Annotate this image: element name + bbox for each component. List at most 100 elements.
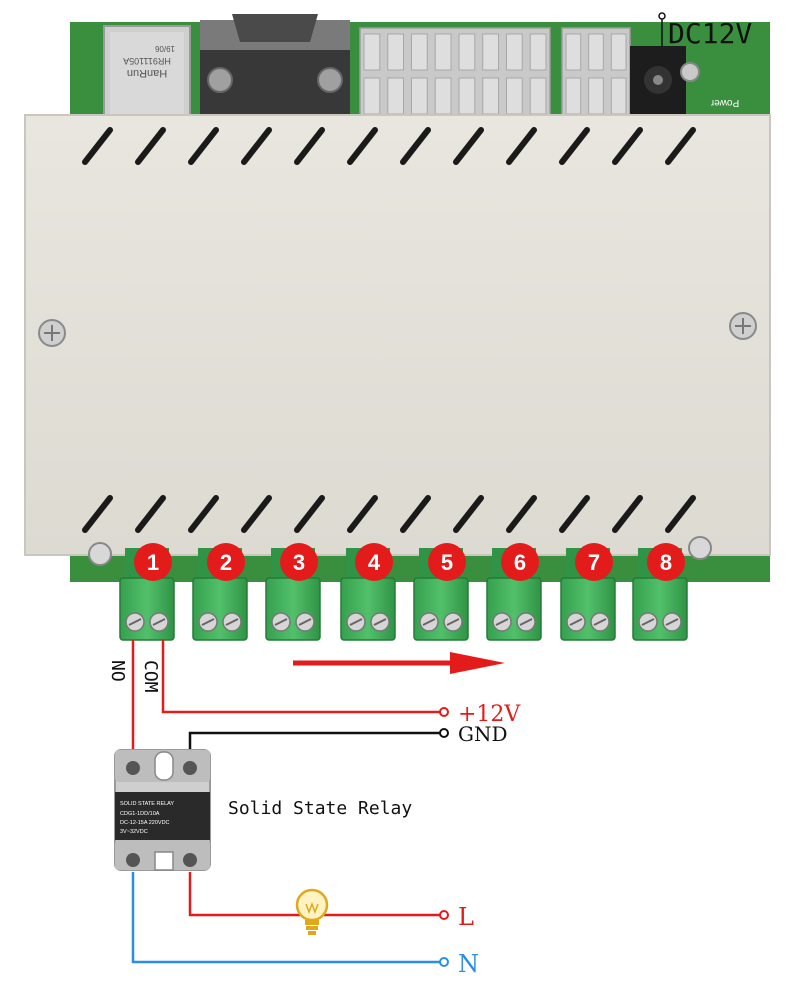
terminal-block xyxy=(340,577,396,641)
screw-slot xyxy=(201,618,215,626)
vent-slot xyxy=(241,495,272,533)
vent-slot xyxy=(294,127,325,165)
input-slot xyxy=(529,77,547,115)
vent-slot xyxy=(241,127,272,165)
vent-slot xyxy=(188,127,219,165)
relay-outputs: 1 2 3 4 5 6 7 8 xyxy=(119,543,688,641)
relay-channel-5: 5 xyxy=(413,543,469,641)
input-slot xyxy=(482,77,499,115)
channel-number: 7 xyxy=(588,550,600,575)
vent-slot xyxy=(612,495,643,533)
terminal-neutral xyxy=(439,957,449,967)
vent-slot xyxy=(294,495,325,533)
input-slot xyxy=(363,77,381,115)
channel-badge xyxy=(280,543,318,581)
input-slot xyxy=(482,33,499,71)
input-slot xyxy=(610,77,627,115)
input-terminal-blocks xyxy=(359,27,631,121)
enclosure-cover xyxy=(24,114,771,556)
input-slot xyxy=(506,77,523,115)
wire-com-12v xyxy=(161,640,441,714)
wire-gnd xyxy=(188,731,441,760)
terminal-block xyxy=(560,577,616,641)
channel-number: 3 xyxy=(293,550,305,575)
vent-slot xyxy=(612,127,643,165)
channel-badge xyxy=(428,543,466,581)
terminal-block xyxy=(486,577,542,641)
vent-slot xyxy=(665,495,696,533)
screw-right xyxy=(729,312,757,340)
vent-slot xyxy=(82,495,113,533)
channel-number: 5 xyxy=(441,550,453,575)
relay-channel-7: 7 xyxy=(560,543,616,641)
input-slot xyxy=(458,33,476,71)
channel-badge xyxy=(501,543,539,581)
wire-live xyxy=(188,872,300,917)
db9-connector xyxy=(200,14,350,120)
screw-slot xyxy=(152,618,166,626)
ssr-label-line1: SOLID STATE RELAY xyxy=(120,801,174,807)
channel-number: 4 xyxy=(368,550,381,575)
channel-badge xyxy=(207,543,245,581)
rj45-brand: HanRun xyxy=(127,67,167,79)
relay-channel-8: 8 xyxy=(632,543,688,641)
no-label: NO xyxy=(107,660,128,682)
input-slot xyxy=(434,77,452,115)
input-slot xyxy=(565,33,582,71)
solid-state-relay: SOLID STATE RELAY CDG1-1DD/10A DC-12-15A… xyxy=(114,749,211,871)
dc-barrel-jack: Power xyxy=(630,46,739,116)
channel-badge xyxy=(575,543,613,581)
screw-slot xyxy=(569,618,583,626)
vent-slots-bottom xyxy=(82,495,696,533)
vent-slot xyxy=(347,495,378,533)
terminal-live xyxy=(439,910,449,920)
com-label: COM xyxy=(140,660,161,693)
rj45-date: 19/06 xyxy=(154,44,175,53)
ssr-label-line4: 3V~32VDC xyxy=(120,829,148,835)
screw-slot xyxy=(665,618,679,626)
rj45-model: HR911105A xyxy=(123,56,171,66)
vent-slot xyxy=(559,495,590,533)
vent-slot xyxy=(347,127,378,165)
input-slot xyxy=(529,33,547,71)
channel-number: 6 xyxy=(514,550,526,575)
input-slot xyxy=(363,33,381,71)
screw-slot xyxy=(593,618,607,626)
wire-neutral xyxy=(131,872,441,964)
vent-slot xyxy=(453,127,484,165)
terminal-gnd xyxy=(439,728,449,738)
screw-slot xyxy=(446,618,460,626)
screw-slot xyxy=(373,618,387,626)
screw-bottom-right xyxy=(688,536,712,560)
vent-slot xyxy=(135,127,166,165)
input-slot xyxy=(610,33,627,71)
channel-badge xyxy=(647,543,685,581)
vent-slot xyxy=(400,495,431,533)
input-slot xyxy=(588,33,604,71)
relay-channel-6: 6 xyxy=(486,543,542,641)
channel-number: 2 xyxy=(220,550,232,575)
live-label: L xyxy=(458,903,474,931)
input-slot xyxy=(506,33,523,71)
channel-number: 1 xyxy=(147,550,159,575)
plus12v-label: +12V xyxy=(458,702,521,727)
dc-pointer-dot xyxy=(658,12,666,20)
relay-channel-4: 4 xyxy=(340,543,396,641)
screw-slot xyxy=(422,618,436,626)
screw-slot xyxy=(495,618,509,626)
light-bulb-icon xyxy=(295,888,329,935)
vent-slot xyxy=(400,127,431,165)
terminal-block xyxy=(119,577,175,641)
direction-arrow xyxy=(293,652,505,674)
terminal-12v xyxy=(439,707,449,717)
vent-slot xyxy=(506,495,537,533)
screw-slot xyxy=(519,618,533,626)
input-slot xyxy=(434,33,452,71)
screw-slot xyxy=(298,618,312,626)
rj45-jack: HanRun HR911105A 19/06 xyxy=(103,25,191,123)
wires xyxy=(131,640,449,967)
dc12v-label: DC12V xyxy=(668,17,752,50)
input-slot xyxy=(387,33,404,71)
relay-channel-3: 3 xyxy=(265,543,321,641)
